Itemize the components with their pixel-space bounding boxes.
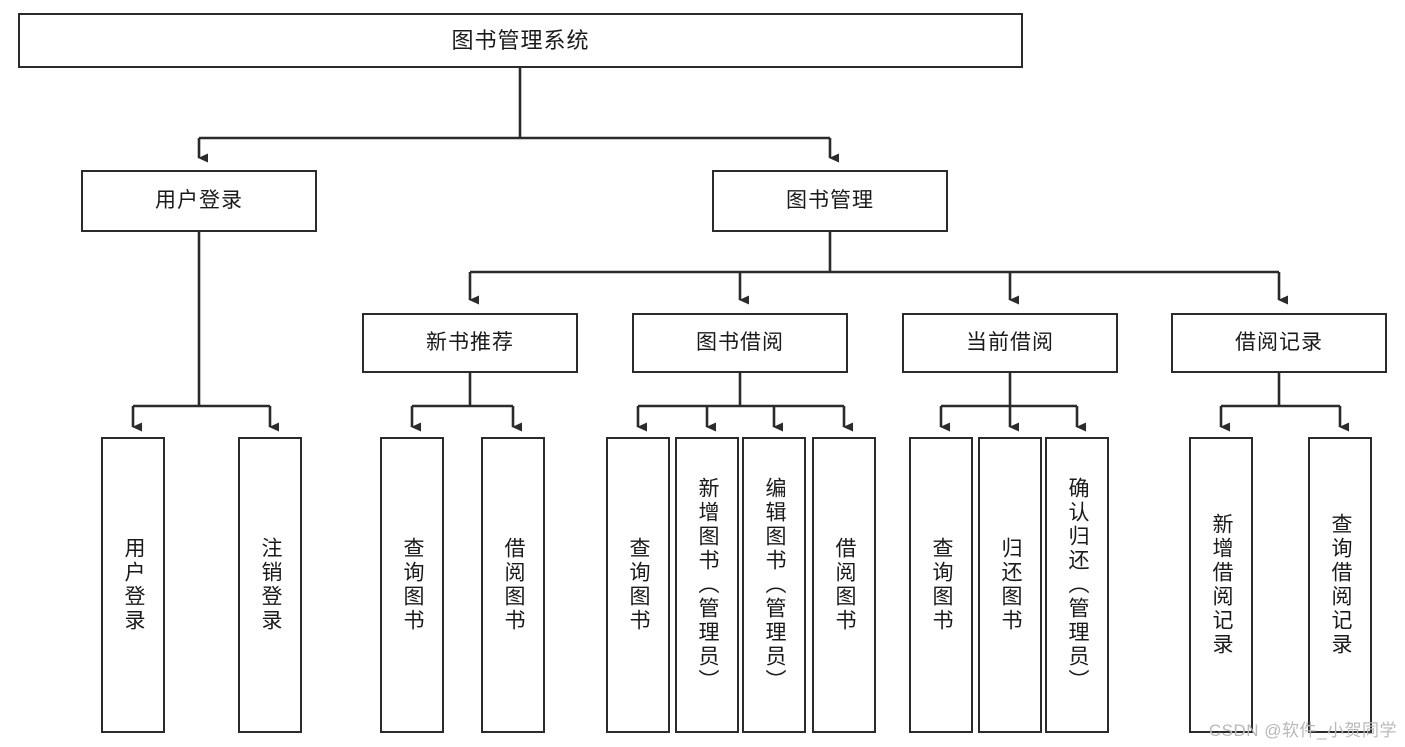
- node-label: 用户登录: [122, 537, 146, 633]
- node-label: 查询图书: [627, 537, 651, 633]
- node-label: 图书管理: [786, 188, 874, 212]
- node-label: 查询借阅记录: [1329, 513, 1353, 657]
- node-borrow-record[interactable]: 借阅记录: [1171, 313, 1387, 373]
- node-label: 新增借阅记录: [1210, 513, 1234, 657]
- leaf-borrow-record-query[interactable]: 查询借阅记录: [1308, 437, 1372, 733]
- node-label: 借阅图书: [833, 537, 857, 633]
- watermark-text: CSDN @软件_小贺同学: [1208, 721, 1397, 740]
- leaf-current-borrow-query[interactable]: 查询图书: [909, 437, 973, 733]
- node-label: 图书借阅: [696, 330, 784, 354]
- leaf-book-borrow-borrow[interactable]: 借阅图书: [812, 437, 876, 733]
- leaf-current-borrow-return[interactable]: 归还图书: [978, 437, 1042, 733]
- node-label: 当前借阅: [966, 330, 1054, 354]
- leaf-book-borrow-add[interactable]: 新增图书（管理员）: [675, 437, 739, 733]
- node-label: 查询图书: [930, 537, 954, 633]
- node-label: 查询图书: [401, 537, 425, 633]
- node-label: 借阅图书: [502, 537, 526, 633]
- node-label: 借阅记录: [1235, 330, 1323, 354]
- leaf-borrow-record-add[interactable]: 新增借阅记录: [1189, 437, 1253, 733]
- leaf-book-borrow-edit[interactable]: 编辑图书（管理员）: [742, 437, 806, 733]
- leaf-new-book-query[interactable]: 查询图书: [380, 437, 444, 733]
- node-label: 图书管理系统: [451, 27, 590, 53]
- node-label: 注销登录: [259, 537, 283, 633]
- node-user-login[interactable]: 用户登录: [81, 170, 317, 232]
- leaf-user-login-login[interactable]: 用户登录: [101, 437, 165, 733]
- node-current-borrow[interactable]: 当前借阅: [902, 313, 1118, 373]
- leaf-current-borrow-confirm-return[interactable]: 确认归还（管理员）: [1045, 437, 1109, 733]
- leaf-user-login-logout[interactable]: 注销登录: [238, 437, 302, 733]
- node-label: 归还图书: [999, 537, 1023, 633]
- leaf-book-borrow-query[interactable]: 查询图书: [606, 437, 670, 733]
- leaf-new-book-borrow[interactable]: 借阅图书: [481, 437, 545, 733]
- node-book-management[interactable]: 图书管理: [712, 170, 948, 232]
- node-label: 新增图书（管理员）: [696, 477, 720, 693]
- node-label: 确认归还（管理员）: [1066, 477, 1090, 693]
- node-label: 新书推荐: [426, 330, 514, 354]
- node-label: 编辑图书（管理员）: [763, 477, 787, 693]
- node-new-book-recommend[interactable]: 新书推荐: [362, 313, 578, 373]
- node-book-borrow[interactable]: 图书借阅: [632, 313, 848, 373]
- node-label: 用户登录: [155, 188, 243, 212]
- node-root-system[interactable]: 图书管理系统: [18, 13, 1023, 68]
